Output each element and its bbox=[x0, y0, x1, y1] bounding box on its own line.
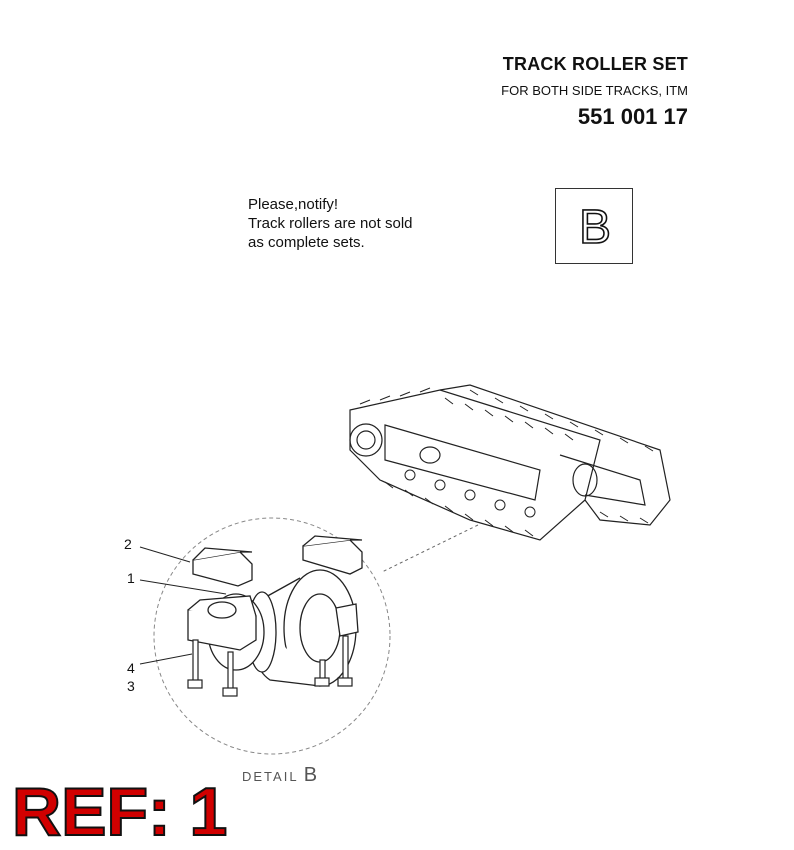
callout-4: 4 bbox=[127, 660, 135, 676]
callout-3: 3 bbox=[127, 678, 135, 694]
callout-leaders bbox=[139, 546, 227, 665]
track-roller-assembly bbox=[187, 535, 363, 697]
page-subtitle: FOR BOTH SIDE TRACKS, ITM bbox=[501, 83, 688, 98]
part-number: 551 001 17 bbox=[577, 104, 688, 129]
page-title: TRACK ROLLER SET bbox=[502, 54, 688, 74]
undercarriage-illustration bbox=[349, 384, 671, 541]
detail-caption-letter: B bbox=[303, 764, 318, 786]
callout-1: 1 bbox=[127, 570, 135, 586]
notice-line-2: Track rollers are not sold bbox=[248, 215, 413, 232]
detail-reference-box: B bbox=[555, 188, 633, 264]
detail-leader-line bbox=[381, 524, 479, 573]
detail-circle bbox=[153, 517, 391, 755]
notice-line-3: as complete sets. bbox=[248, 234, 365, 251]
callout-2: 2 bbox=[124, 536, 132, 552]
detail-caption: DETAIL B bbox=[242, 764, 317, 787]
svg-text:B: B bbox=[579, 201, 611, 254]
notice-text: Please,notify! Track rollers are not sol… bbox=[248, 195, 413, 252]
ref-label: REF: 1 bbox=[11, 774, 228, 850]
title-block: TRACK ROLLER SET FOR BOTH SIDE TRACKS, I… bbox=[501, 54, 688, 130]
detail-letter-glyph: B bbox=[578, 200, 612, 255]
notice-line-1: Please,notify! bbox=[248, 196, 339, 213]
detail-caption-text: DETAIL bbox=[242, 769, 299, 784]
